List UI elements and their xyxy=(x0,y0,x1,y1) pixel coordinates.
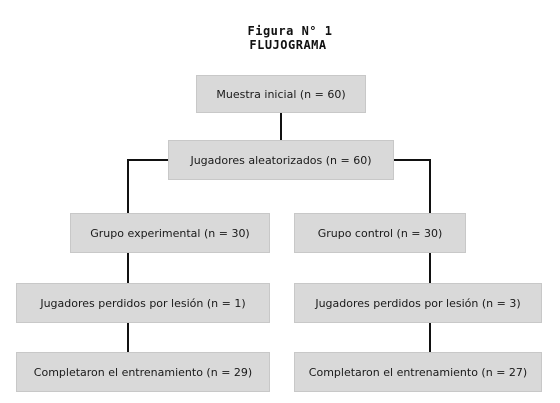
experimental-group-box: Grupo experimental (n = 30) xyxy=(70,213,270,253)
control-group-box: Grupo control (n = 30) xyxy=(294,213,466,253)
control-lost-box: Jugadores perdidos por lesión (n = 3) xyxy=(294,283,542,323)
experimental-completed-box: Completaron el entrenamiento (n = 29) xyxy=(16,352,270,392)
randomized-players-box: Jugadores aleatorizados (n = 60) xyxy=(168,140,394,180)
experimental-lost-box: Jugadores perdidos por lesión (n = 1) xyxy=(16,283,270,323)
initial-sample-box: Muestra inicial (n = 60) xyxy=(196,75,366,113)
figure-number: Figura N° 1 xyxy=(247,24,333,38)
connector-randomized-to-experimental xyxy=(127,159,168,213)
figure-title: FLUJOGRAMA xyxy=(249,38,327,52)
control-completed-box: Completaron el entrenamiento (n = 27) xyxy=(294,352,542,392)
connector-randomized-to-control xyxy=(394,159,431,213)
